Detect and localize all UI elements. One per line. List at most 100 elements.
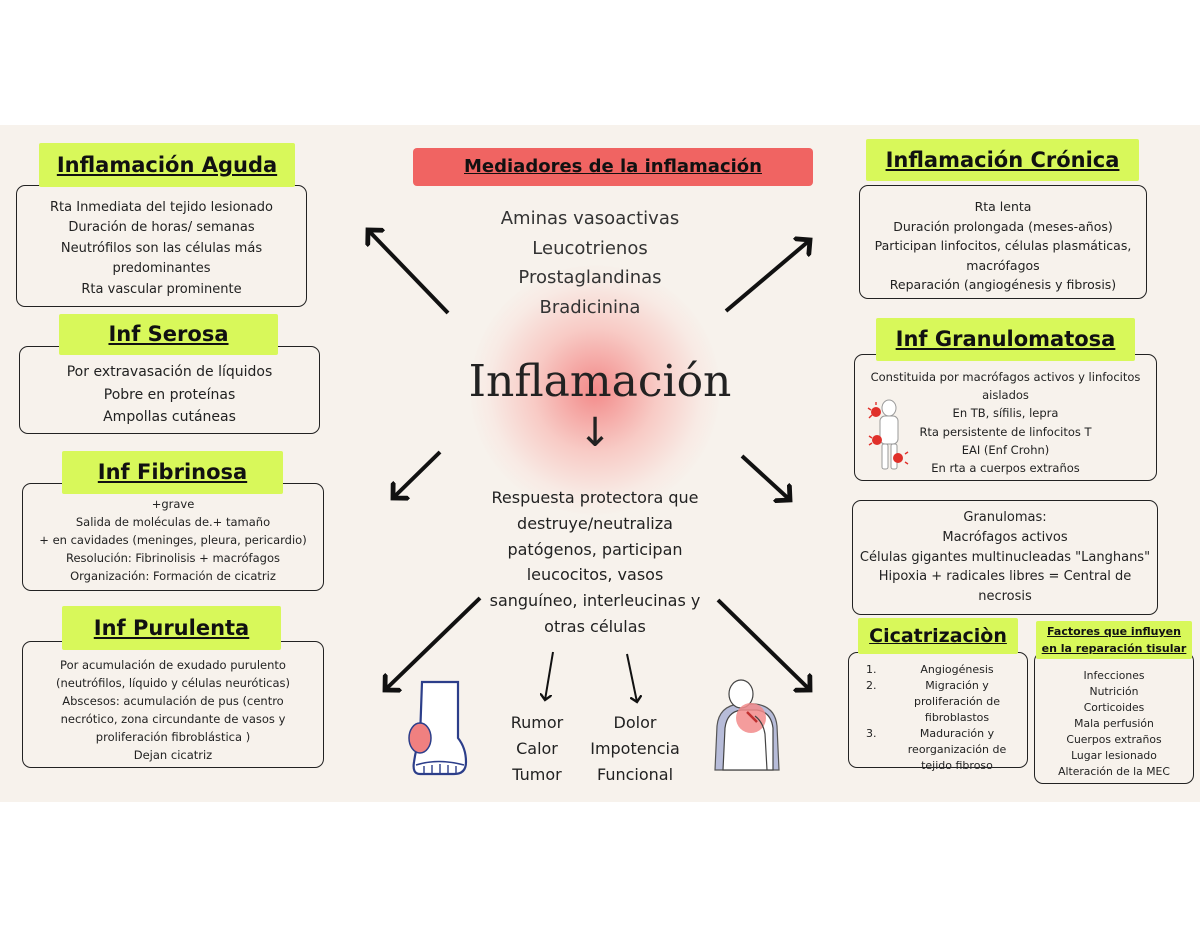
factor-item: Cuerpos extraños — [1066, 733, 1162, 746]
fibrinosa-line: +grave — [151, 497, 195, 511]
granulomas-line: necrosis — [978, 589, 1032, 605]
fibrinosa-line: + en cavidades (meninges, pleura, perica… — [39, 533, 307, 547]
cicatrizacion-box — [848, 652, 1028, 768]
description-line: Respuesta protectora que — [491, 488, 699, 507]
aguda-line: Duración de horas/ semanas — [68, 220, 255, 236]
aguda-line: predominantes — [112, 261, 211, 277]
purulenta-box: Por acumulación de exudado purulento (ne… — [22, 641, 324, 768]
granulomas-box: Granulomas: Macrófagos activos Células g… — [852, 500, 1158, 615]
arrow-to-cronica — [724, 240, 810, 313]
aguda-title: Inflamación Aguda — [39, 143, 295, 187]
granulomatosa-line: En rta a cuerpos extraños — [931, 460, 1080, 475]
center-description: Respuesta protectora que destruye/neutra… — [460, 485, 730, 640]
shoulder-pain-icon — [714, 679, 780, 771]
arrow-to-granulomas — [740, 454, 790, 500]
fibrinosa-title: Inf Fibrinosa — [62, 451, 283, 494]
center-glow — [470, 265, 720, 515]
granulomatosa-line: Constituida por macrófagos activos y lin… — [870, 369, 1141, 384]
cicatrizacion-list: 1. Angiogénesis 2. Migración y prolifera… — [866, 662, 1022, 774]
down-arrow-icon: ↓ — [578, 410, 612, 456]
signs-right: Dolor Impotencia Funcional — [580, 710, 690, 788]
purulenta-line: (neutrófilos, líquido y células neurótic… — [55, 675, 291, 690]
purulenta-line: proliferación fibroblástica ) — [95, 729, 251, 744]
granulomatosa-box: Constituida por macrófagos activos y lin… — [854, 354, 1157, 481]
factores-box: Infecciones Nutrición Corticoides Mala p… — [1034, 652, 1194, 784]
serosa-title: Inf Serosa — [59, 314, 278, 355]
serosa-line: Por extravasación de líquidos — [66, 364, 273, 381]
factor-item: Mala perfusión — [1074, 717, 1154, 730]
arrow-to-cicatrizacion — [716, 598, 810, 690]
mediator-item: Leucotrienos — [532, 237, 648, 259]
fibrinosa-line: Resolución: Fibrinolisis + macrófagos — [66, 551, 280, 565]
factor-item: Nutrición — [1089, 685, 1139, 698]
mediator-item: Bradicinina — [539, 296, 641, 318]
item-text: Migración y proliferación de fibroblasto… — [913, 679, 1001, 724]
item-text: Maduración y reorganización de tejido fi… — [907, 727, 1007, 772]
mediator-item: Aminas vasoactivas — [500, 208, 680, 229]
description-line: destruye/neutraliza — [517, 513, 673, 533]
body-inflammation-icon — [867, 399, 909, 470]
sign-item: Dolor — [613, 713, 657, 732]
sign-item: Tumor — [512, 765, 562, 784]
granulomatosa-line: En TB, sífilis, lepra — [952, 406, 1059, 421]
granulomas-line: Células gigantes multinucleadas "Langhan… — [859, 549, 1151, 565]
factores-title-line: en la reparación tisular — [1041, 642, 1187, 655]
purulenta-line: Abscesos: acumulación de pus (centro — [62, 693, 284, 708]
cronica-title: Inflamación Crónica — [866, 139, 1139, 181]
factor-item: Infecciones — [1083, 669, 1145, 682]
mediators-title: Mediadores de la inflamación — [413, 148, 813, 186]
cronica-line: Reparación (angiogénesis y fibrosis) — [889, 277, 1117, 293]
fibrinosa-line: Organización: Formación de cicatriz — [70, 569, 276, 583]
swollen-foot-icon — [408, 680, 468, 776]
fibrinosa-box: +grave Salida de moléculas de.+ tamaño +… — [22, 483, 324, 591]
fibrinosa-line: Salida de moléculas de.+ tamaño — [75, 515, 271, 529]
aguda-line: Rta Inmediata del tejido lesionado — [50, 199, 273, 215]
cronica-line: Rta lenta — [974, 199, 1032, 215]
arrow-to-rumor — [545, 651, 554, 700]
description-line: sanguíneo, interleucinas y — [489, 591, 701, 611]
cronica-line: macrófagos — [966, 257, 1040, 273]
arrow-to-fibrinosa — [393, 450, 442, 498]
description-line: patógenos, participan — [507, 539, 683, 559]
sign-item: Rumor — [510, 713, 564, 732]
factor-item: Alteración de la MEC — [1058, 765, 1170, 778]
item-text: Angiogénesis — [920, 663, 994, 676]
mediators-list: Aminas vasoactivas Leucotrienos Prostagl… — [470, 204, 710, 322]
factores-title: Factores que influyen en la reparación t… — [1036, 621, 1192, 659]
item-number: 1. — [866, 663, 877, 676]
item-number: 3. — [866, 727, 877, 740]
mediator-item: Prostaglandinas — [518, 267, 662, 288]
description-line: otras células — [544, 616, 646, 636]
cronica-line: Duración prolongada (meses-años) — [893, 218, 1113, 234]
sign-item: Calor — [516, 739, 558, 758]
signs-left: Rumor Calor Tumor — [497, 710, 577, 788]
item-number: 2. — [866, 679, 877, 692]
granulomatosa-line: EAI (Enf Crohn) — [961, 442, 1050, 457]
cicatrizacion-item: 1. Angiogénesis — [866, 662, 1022, 678]
sign-item: Funcional — [596, 765, 674, 784]
serosa-line: Ampollas cutáneas — [103, 409, 236, 426]
factor-item: Corticoides — [1083, 701, 1145, 714]
granulomatosa-line: Rta persistente de linfocitos T — [919, 424, 1092, 439]
factores-title-line: Factores que influyen — [1047, 625, 1181, 638]
arrow-to-dolor — [626, 653, 637, 702]
arrow-to-aguda — [368, 230, 450, 315]
serosa-line: Pobre en proteínas — [103, 386, 236, 403]
purulenta-line: necrótico, zona circundante de vasos y — [60, 711, 286, 726]
cicatrizacion-title: Cicatrizaciòn — [858, 618, 1018, 654]
purulenta-title: Inf Purulenta — [62, 606, 281, 650]
factor-item: Lugar lesionado — [1071, 749, 1157, 762]
sign-item: Impotencia — [590, 739, 680, 758]
granulomatosa-title: Inf Granulomatosa — [876, 318, 1135, 361]
granulomas-line: Macrófagos activos — [942, 529, 1068, 545]
cicatrizacion-item: 3. Maduración y reorganización de tejido… — [866, 726, 1022, 774]
arrow-to-purulenta — [385, 596, 482, 690]
purulenta-line: Por acumulación de exudado purulento — [60, 657, 286, 672]
aguda-line: Neutrófilos son las células más — [60, 240, 263, 256]
granulomatosa-line: aislados — [982, 388, 1029, 403]
serosa-box: Por extravasación de líquidos Pobre en p… — [19, 346, 320, 434]
aguda-line: Rta vascular prominente — [81, 281, 242, 297]
granulomas-line: Granulomas: — [963, 510, 1047, 525]
granulomas-line: Hipoxia + radicales libres = Central de — [878, 569, 1132, 585]
